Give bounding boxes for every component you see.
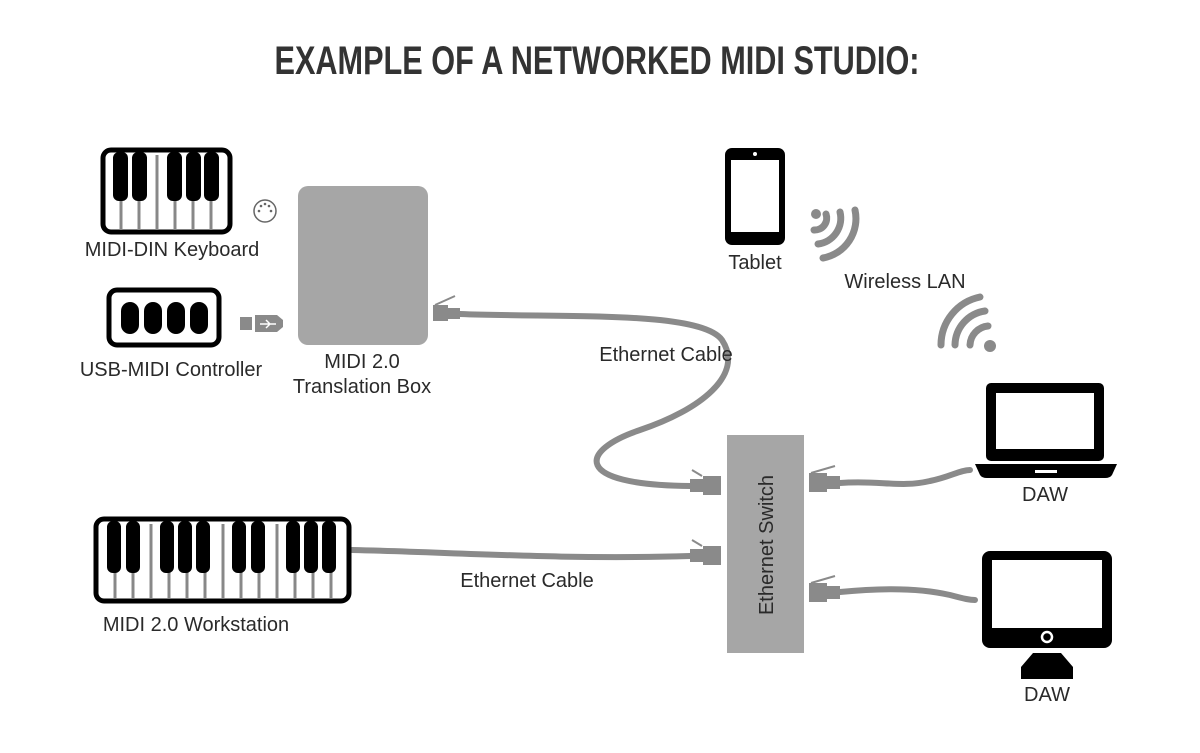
desktop-monitor-icon [982, 551, 1112, 679]
translation-box-label-line2: Translation Box [293, 376, 431, 398]
workstation-keyboard-icon [93, 516, 352, 604]
workstation-label: MIDI 2.0 Workstation [103, 614, 289, 636]
midi-din-keyboard-label: MIDI-DIN Keyboard [85, 239, 260, 261]
wireless-lan-label: Wireless LAN [844, 271, 965, 293]
ethernet-cable-upper-label: Ethernet Cable [599, 344, 732, 366]
translation-box [298, 186, 428, 345]
ethernet-cable-desktop [837, 586, 978, 603]
rj45-connector-icon [690, 469, 721, 495]
wifi-icon [810, 206, 860, 262]
rj45-connector-icon [809, 465, 840, 492]
rj45-connector-icon [433, 295, 460, 321]
daw-laptop-label: DAW [1022, 484, 1068, 506]
ethernet-cable-upper [457, 311, 731, 489]
laptop-icon [975, 383, 1117, 478]
ethernet-cable-laptop [837, 467, 973, 487]
tablet-icon [725, 148, 785, 245]
translation-box-label-line1: MIDI 2.0 [324, 351, 400, 373]
ethernet-cable-lower [349, 547, 693, 561]
ethernet-switch-label: Ethernet Switch [756, 475, 778, 615]
rj45-connector-icon [690, 539, 721, 565]
diagram-title: EXAMPLE OF A NETWORKED MIDI STUDIO: [275, 39, 920, 83]
wifi-icon [937, 293, 996, 352]
usb-midi-controller-label: USB-MIDI Controller [80, 359, 263, 381]
piano-keyboard-icon [100, 147, 233, 235]
ethernet-cable-lower-label: Ethernet Cable [460, 570, 593, 592]
pad-controller-icon [106, 287, 222, 348]
usb-plug-icon [240, 315, 283, 332]
ethernet-switch [727, 435, 804, 653]
daw-desktop-label: DAW [1024, 684, 1070, 706]
midi-din-connector-icon [253, 199, 277, 223]
rj45-connector-icon [809, 575, 840, 602]
tablet-label: Tablet [728, 252, 782, 274]
